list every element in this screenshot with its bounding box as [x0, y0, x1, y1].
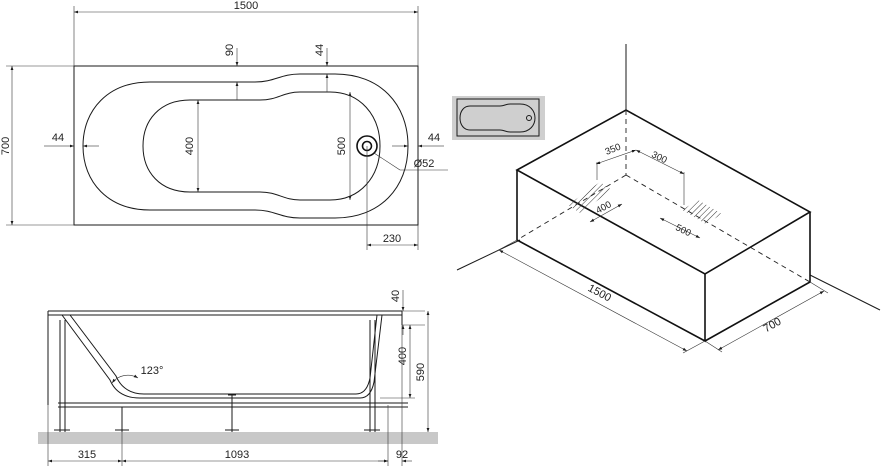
dim-depth-label: 400 — [397, 347, 409, 365]
floor — [38, 432, 438, 444]
pipe-zone-right — [682, 200, 722, 224]
iso-box-front — [516, 170, 706, 343]
dim-total-height-label: 590 — [415, 363, 427, 381]
dim-foot-right-label: 92 — [396, 449, 408, 461]
dim-inner-narrow-label: 400 — [184, 137, 196, 155]
dim-foot-span-label: 1093 — [225, 449, 249, 461]
top-view: 1500 700 90 44 44 44 400 500 Ø52 — [0, 0, 448, 250]
drain-diameter-label: Ø52 — [414, 158, 435, 170]
install-length-label: 1500 — [586, 282, 613, 304]
iso-box-right — [704, 212, 811, 342]
dim-length-label: 1500 — [234, 0, 258, 12]
dim-line-install-width — [717, 290, 825, 351]
install-width-label: 700 — [762, 316, 784, 336]
basin-outer-contour — [82, 73, 409, 219]
tub-outline-top — [73, 65, 419, 226]
pipe-zone-a-label: 400 — [594, 199, 613, 216]
tub-side-profile — [61, 314, 383, 399]
dim-rim-back-label: 90 — [224, 44, 236, 56]
dim-rim-left-label: 44 — [52, 132, 64, 144]
dim-width-label: 700 — [0, 137, 12, 155]
pipe-dist-b-label: 300 — [650, 149, 669, 166]
pipe-dist-a-label: 350 — [604, 142, 623, 158]
iso-box-top — [515, 109, 812, 275]
dim-rim-thickness-label: 40 — [390, 290, 402, 302]
orientation-thumbnail — [452, 96, 545, 140]
dim-foot-left-label: 315 — [78, 449, 96, 461]
pipe-zone-b-label: 500 — [674, 222, 693, 239]
dim-inner-wide-label: 500 — [336, 137, 348, 155]
dim-rim-front-label: 44 — [314, 44, 326, 56]
dim-line-install-length — [498, 249, 688, 352]
install-view: 350 300 400 500 1500 700 — [456, 44, 881, 354]
backrest-angle-label: 123° — [141, 365, 164, 377]
side-view: 123° 40 400 590 315 1093 92 — [38, 290, 438, 466]
dim-rim-right-label: 44 — [428, 132, 440, 144]
drain-offset-label: 230 — [383, 233, 401, 245]
pipe-zone-left — [568, 182, 612, 213]
basin-inner-contour — [142, 91, 381, 201]
